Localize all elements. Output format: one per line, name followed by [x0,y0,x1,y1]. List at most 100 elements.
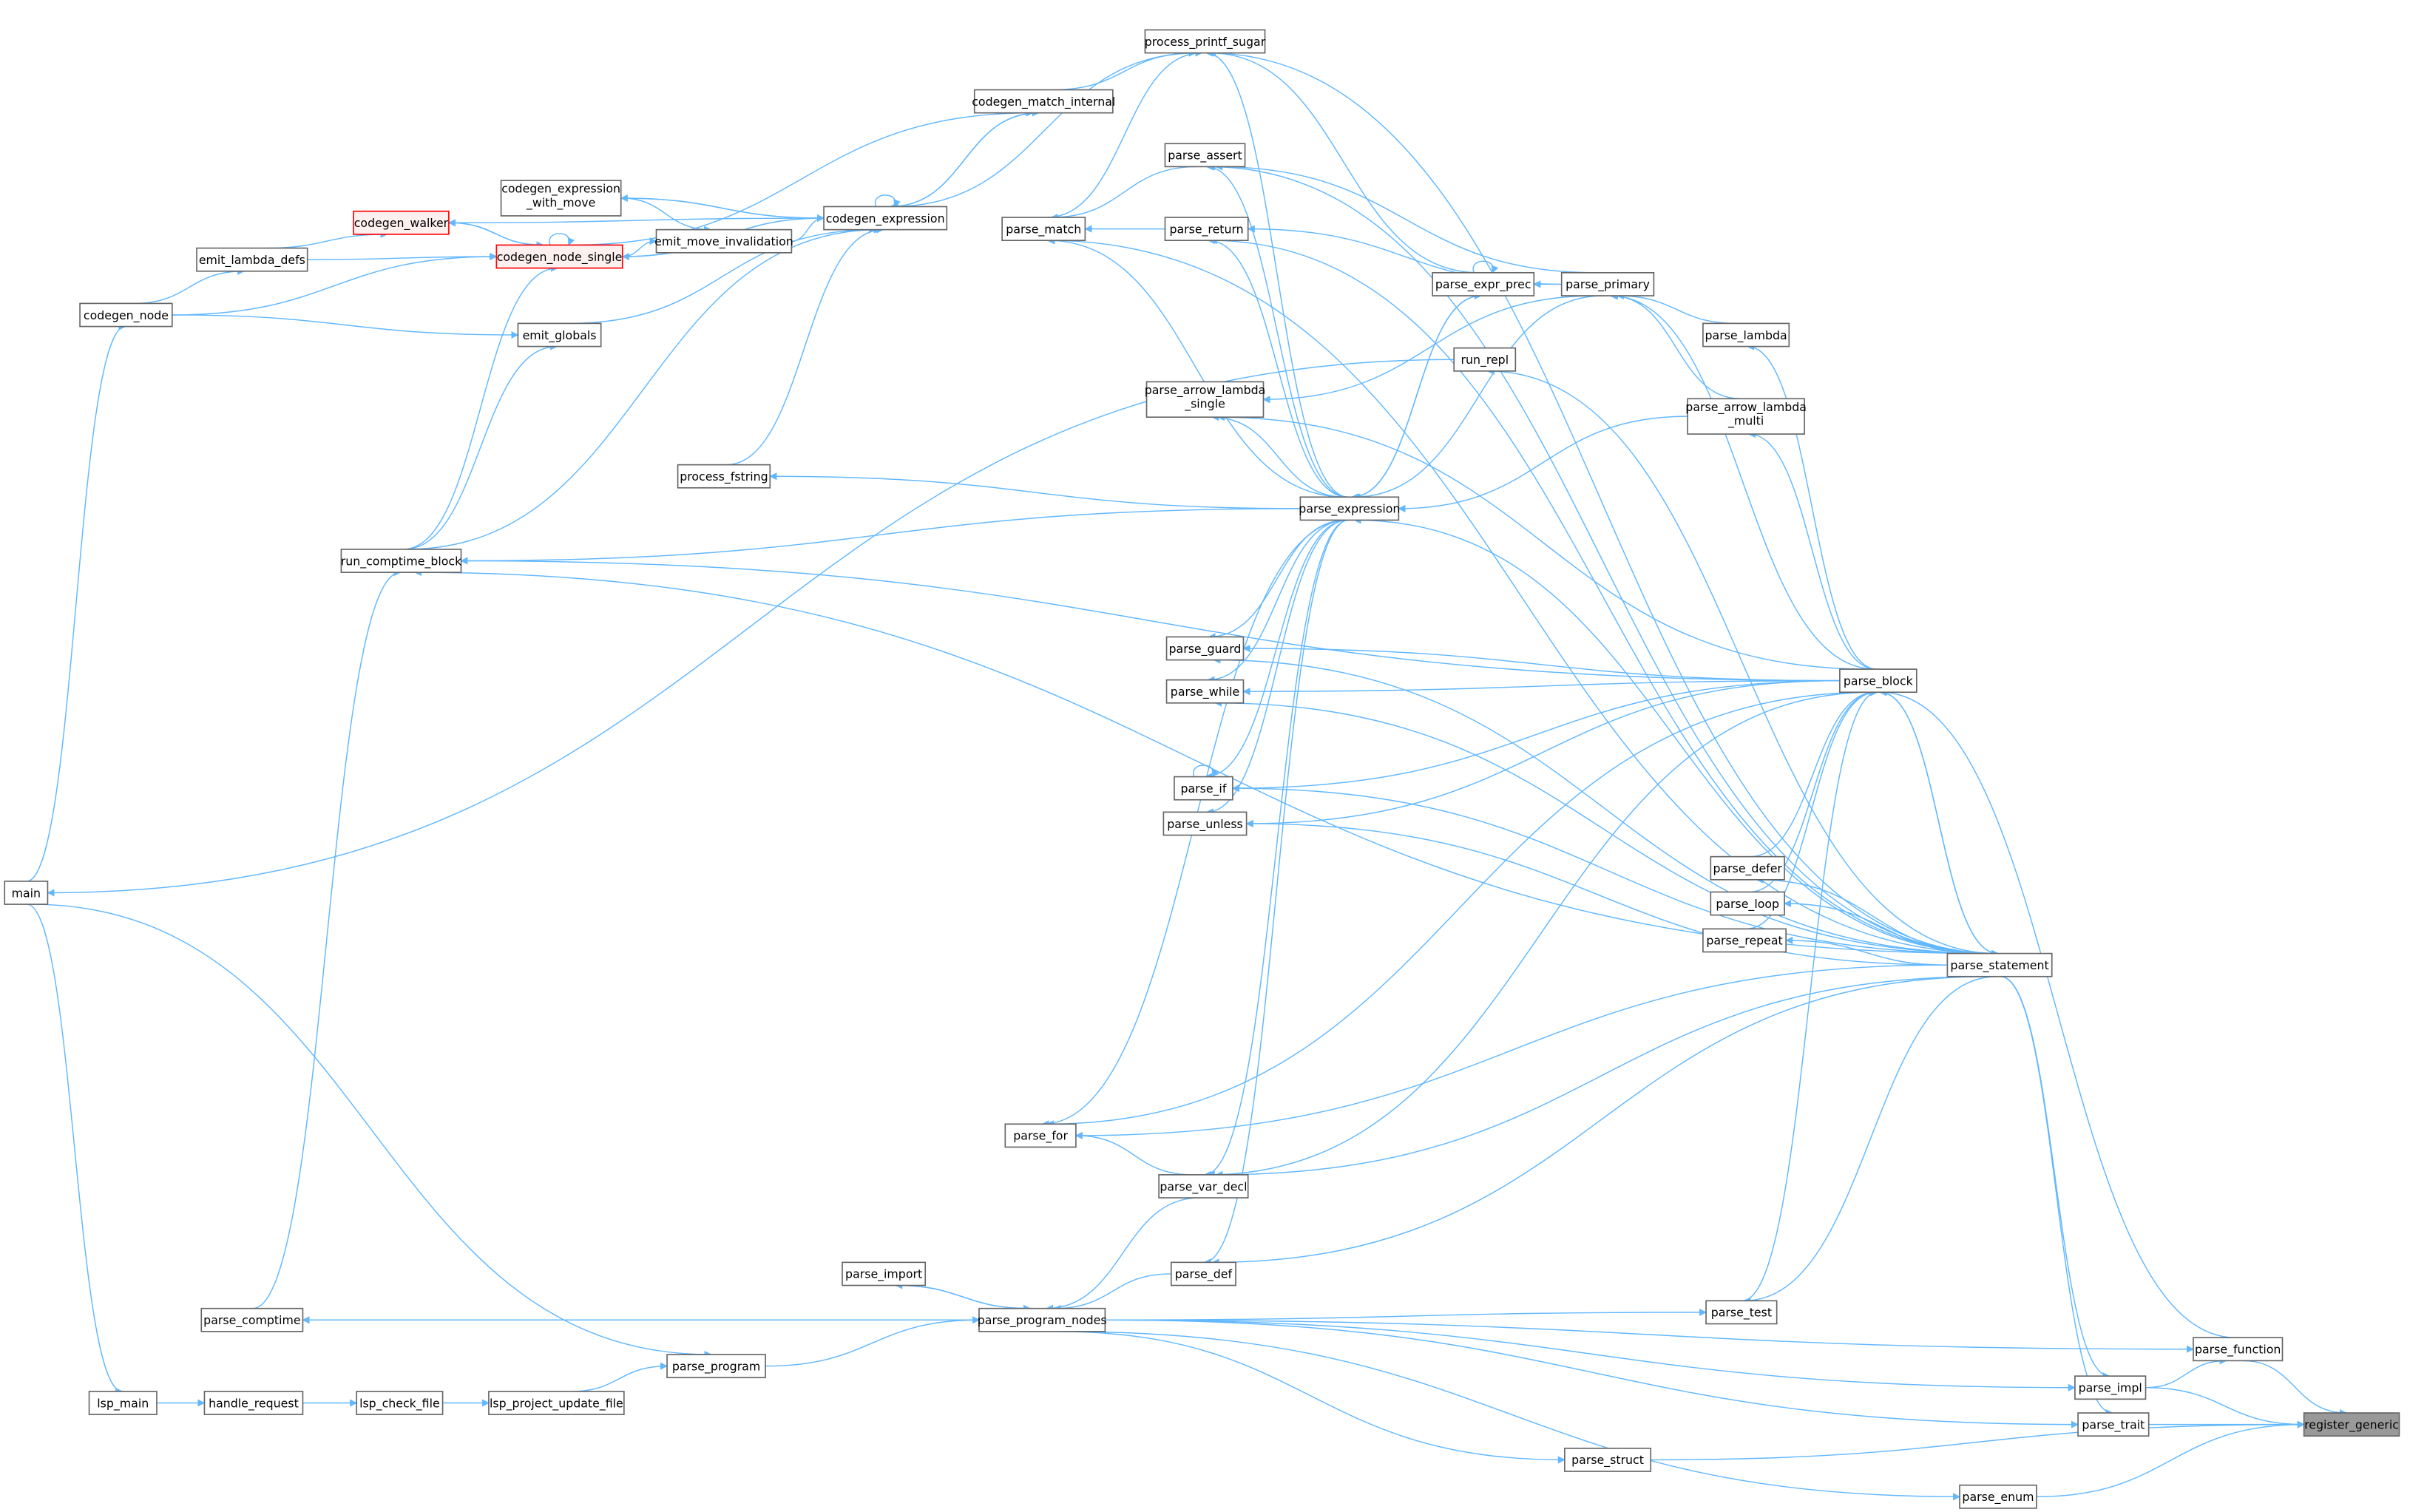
edge-parse-expression-to-parse-while [1207,519,1347,684]
edge-parse-expression-to-parse-return [1207,237,1348,498]
node-parse-impl[interactable]: parse_impl [2074,1375,2147,1400]
node-box [1299,496,1400,521]
edge-parse-expression-to-parse-def [1203,519,1349,1267]
node-parse-struct[interactable]: parse_struct [1564,1448,1652,1472]
node-emit-lambda-defs[interactable]: emit_lambda_defs [196,247,308,272]
node-box [517,322,602,348]
edge-parse-statement-to-parse-impl [2000,976,2111,1380]
node-codegen-expression-with-move[interactable]: codegen_expression_with_move [500,180,622,217]
node-box [978,1307,1106,1332]
node-parse-enum[interactable]: parse_enum [1959,1484,2037,1509]
edge-parse-struct-to-register-generic [1651,1420,2305,1461]
node-parse-var-decl[interactable]: parse_var_decl [1158,1174,1249,1199]
node-parse-test[interactable]: parse_test [1705,1300,1778,1325]
edge-parse-block-to-parse-for [1046,691,1872,1128]
node-run-repl[interactable]: run_repl [1453,347,1517,372]
node-parse-block[interactable]: parse_block [1839,668,1917,694]
node-main[interactable]: main [4,881,49,905]
edge-process-printf-sugar-to-codegen-expression [890,52,1199,211]
node-parse-guard[interactable]: parse_guard [1165,636,1245,661]
edge-parse-primary-to-parse-expression [1353,295,1604,501]
node-label: _single [1184,397,1225,412]
node-parse-comptime[interactable]: parse_comptime [200,1307,304,1332]
edge-parse-statement-to-parse-repeat [1785,936,1948,966]
node-parse-lambda[interactable]: parse_lambda [1702,322,1790,348]
node-label: parse_import [845,1267,922,1282]
node-parse-trait[interactable]: parse_trait [2077,1412,2150,1437]
node-box [1004,1123,1077,1148]
node-label: lsp_check_file [359,1396,440,1411]
node-parse-import[interactable]: parse_import [842,1261,927,1286]
node-parse-if[interactable]: parse_if [1174,776,1233,801]
node-parse-expr-prec[interactable]: parse_expr_prec [1432,271,1535,296]
node-emit-globals[interactable]: emit_globals [517,322,602,348]
node-run-comptime-block[interactable]: run_comptime_block [340,549,462,573]
edge-parse-var-decl-to-parse-for [1074,1131,1193,1176]
node-parse-arrow-lambda-single[interactable]: parse_arrow_lambda_single [1145,381,1266,418]
node-parse-arrow-lambda-multi[interactable]: parse_arrow_lambda_multi [1685,398,1807,435]
node-box [1158,1174,1249,1199]
node-lsp-project-update-file[interactable]: lsp_project_update_file [488,1391,625,1415]
edge-parse-arrow-lambda-multi-to-parse-expression [1398,416,1688,512]
node-parse-loop[interactable]: parse_loop [1710,891,1785,916]
node-parse-program-nodes[interactable]: parse_program_nodes [978,1307,1107,1332]
node-codegen-node[interactable]: codegen_node [79,302,173,328]
node-process-fstring[interactable]: process_fstring [677,464,771,489]
edge-parse-primary-to-parse-assert [1215,163,1597,274]
node-label: parse_match [1006,222,1081,237]
node-codegen-expression[interactable]: codegen_expression [823,206,948,231]
node-register-generic[interactable]: register_generic [2303,1412,2400,1437]
node-box [1164,217,1249,242]
node-label: parse_defer [1713,861,1782,876]
node-label: parse_block [1844,674,1914,688]
node-label: parse_def [1175,1267,1233,1282]
edge-parse-block-to-parse-lambda [1746,342,1878,670]
node-parse-return[interactable]: parse_return [1164,217,1249,242]
edge-codegen-node-single-to-codegen-match-internal [570,109,1034,246]
node-label: parse_enum [1962,1490,2034,1505]
edge-run-comptime-block-to-codegen-node-single [402,264,559,550]
node-box [500,180,622,217]
node-process-printf-sugar[interactable]: process_printf_sugar [1144,29,1266,54]
edge-parse-statement-to-process-printf-sugar [1207,49,1997,955]
node-parse-assert[interactable]: parse_assert [1164,143,1246,168]
edge-parse-expr-prec-to-process-printf-sugar [1208,49,1480,274]
node-parse-expression[interactable]: parse_expression [1299,496,1400,521]
edge-emit-globals-to-codegen-expression [569,226,877,325]
node-lsp-main[interactable]: lsp_main [88,1391,158,1415]
node-parse-defer[interactable]: parse_defer [1710,855,1785,881]
node-parse-def[interactable]: parse_def [1170,1261,1236,1286]
edge-parse-expression-to-parse-guard [1208,519,1347,641]
node-codegen-match-internal[interactable]: codegen_match_internal [972,89,1115,114]
node-label: parse_arrow_lambda [1145,383,1266,398]
edge-parse-defer-to-parse-block [1750,688,1877,858]
edge-parse-function-to-register-generic [2243,1360,2347,1417]
node-label: codegen_match_internal [972,95,1115,109]
edge-codegen-match-internal-to-process-printf-sugar [1052,49,1196,91]
node-label: codegen_expression [501,182,620,197]
node-box [2303,1412,2400,1437]
node-parse-for[interactable]: parse_for [1004,1123,1077,1148]
node-parse-unless[interactable]: parse_unless [1162,811,1248,836]
edge-parse-expression-to-parse-assert [1205,163,1348,498]
edge-parse-enum-to-register-generic [2036,1420,2305,1498]
node-codegen-walker[interactable]: codegen_walker [353,210,450,235]
node-parse-match[interactable]: parse_match [1001,217,1086,242]
node-box [1432,271,1535,296]
node-parse-statement[interactable]: parse_statement [1946,952,2053,977]
edge-parse-statement-to-parse-guard [1213,656,1991,955]
node-emit-move-invalidation[interactable]: emit_move_invalidation [654,228,793,254]
node-parse-while[interactable]: parse_while [1165,679,1245,704]
edge-parse-block-to-parse-arrow-lambda-single [1216,413,1870,670]
node-codegen-node-single[interactable]: codegen_node_single [495,244,623,269]
node-handle-request[interactable]: handle_request [203,1391,304,1415]
node-lsp-check-file[interactable]: lsp_check_file [356,1391,444,1415]
node-box [1560,271,1655,296]
node-parse-program[interactable]: parse_program [666,1354,766,1379]
node-parse-primary[interactable]: parse_primary [1560,271,1655,296]
node-parse-function[interactable]: parse_function [2193,1337,2284,1362]
edge-parse-expression-to-process-printf-sugar [1205,49,1349,498]
node-parse-repeat[interactable]: parse_repeat [1702,928,1787,953]
edge-parse-program-nodes-to-parse-import [895,1281,1031,1309]
